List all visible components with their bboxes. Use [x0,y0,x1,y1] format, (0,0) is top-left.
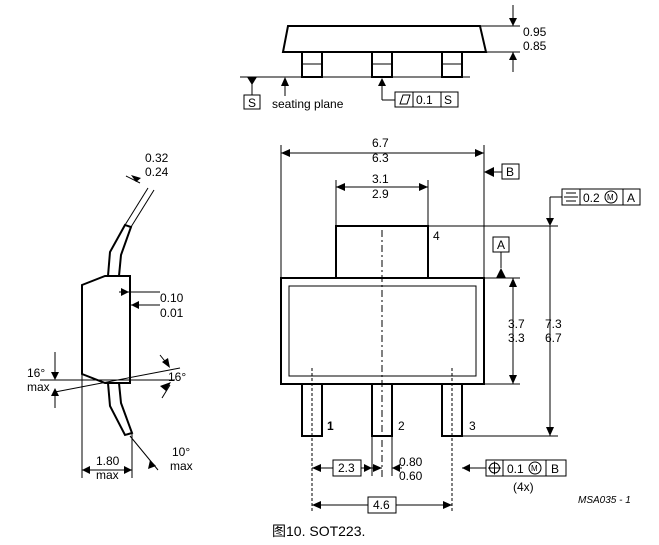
datum-b-box [501,163,520,180]
width-value: 1.80 [96,454,120,468]
position-icon [488,461,501,475]
span-arrow-left [312,501,321,509]
angle-right: 16° [168,370,186,384]
flatness-icon [399,94,411,105]
total-height-min: 6.7 [545,331,562,345]
body-width-max: 6.7 [372,136,389,150]
height-max: 0.95 [523,25,547,39]
pin-2-label: 2 [398,419,405,433]
end-lead-lower [107,382,134,437]
pin-1-label: 1 [327,419,334,433]
lead-width-max: 0.80 [399,455,423,469]
symmetry-tol: 0.2 [583,191,600,205]
datum-b-triangle [484,167,494,177]
span-box [367,496,397,514]
side-body-outline [281,25,488,53]
standoff-max: 0.10 [160,291,184,305]
lead-tol: 0.1 [507,462,524,476]
height-arrow-top [509,18,517,26]
body-width-arrow-right [475,149,484,157]
lead-pos-arrow [462,464,470,472]
lead-width-min: 0.60 [399,469,423,483]
pitch-arrow-right [373,464,382,472]
thick-leader-2 [130,189,155,228]
pitch-arrow-left [312,464,321,472]
flatness-frame [394,91,459,108]
datum-b-label: B [506,165,514,179]
seating-plane-arrow [281,77,289,86]
datum-s-label: S [248,96,256,110]
lead-mmc: M [531,464,538,473]
width-arrow-left [82,466,90,474]
angle-left-arrow-top [51,372,59,380]
pin-4-label: 4 [433,229,440,243]
lead-ref: B [551,462,559,476]
angle-bottom: 10° [172,445,190,459]
symmetry-mmc: M [607,193,614,202]
lead-width-arrow-right [392,464,400,472]
thick-leader-1 [124,187,149,226]
thick-arrow [131,175,141,182]
body-width-arrow-left [281,149,290,157]
thick-arrow-line [125,175,141,184]
angle-top: 16° [27,366,45,380]
datum-a-label: A [497,238,505,252]
width-note: max [96,468,119,482]
body-height-max: 3.7 [508,317,525,331]
symmetry-arrow [546,218,554,226]
standoff-arrow-2 [131,301,139,309]
angle-bottom-arrow [148,460,156,469]
datum-s-box [243,94,261,110]
datum-a-triangle [496,268,506,278]
lead-thick-min: 0.24 [145,165,169,179]
span-arrow-right [443,501,452,509]
tab-width-max: 3.1 [372,172,389,186]
total-height-arrow-bottom [546,427,554,436]
symmetry-mmc-circle [604,190,618,204]
pitch-value: 2.3 [338,461,355,475]
height-min: 0.85 [523,39,547,53]
top-view: 1 2 3 4 6.7 6.3 B 3.1 2.9 0.2 [280,136,641,514]
standoff-arrow-1 [121,288,129,296]
span-value: 4.6 [373,498,390,512]
pitch-box [332,459,362,477]
seating-plane-label: seating plane [272,97,344,111]
flatness-tol: 0.1 [416,93,433,107]
tab-width-arrow-right [419,183,428,191]
end-body-outline [81,275,131,384]
body-height-arrow-bottom [509,375,517,384]
angle-right-dim-bottom [161,384,171,399]
angle-top-note: max [27,380,50,394]
datum-s-triangle [247,77,257,85]
body-height-arrow-top [509,278,517,287]
symmetry-ref: A [627,191,635,205]
drawing-code: MSA035 - 1 [578,495,631,506]
width-arrow-right [124,466,132,474]
tab-width-arrow-left [336,183,345,191]
flatness-arrow [378,78,386,86]
flatness-ref: S [444,93,452,107]
pin-3-label: 3 [469,419,476,433]
figure-caption: 图10. SOT223. [272,523,365,539]
lead-width-arrow-left [364,464,372,472]
lead-thick-max: 0.32 [145,151,169,165]
end-lead-upper [107,223,133,277]
lead-mmc-circle [528,461,542,475]
lead-count: (4x) [513,480,534,494]
height-arrow-bottom [509,52,517,60]
angle-slope-line [54,367,181,393]
body-width-min: 6.3 [372,151,389,165]
body-height-min: 3.3 [508,331,525,345]
tab-width-min: 2.9 [372,187,389,201]
side-view: S seating plane 0.1 S 0.95 0.85 [240,5,547,111]
angle-right-arrow-top [162,358,170,368]
standoff-min: 0.01 [160,306,184,320]
end-view: 0.32 0.24 0.10 0.01 16° max 16° 1.80 max [27,151,193,482]
symmetry-icon [564,192,578,202]
total-height-max: 7.3 [545,317,562,331]
angle-bottom-note: max [170,459,193,473]
angle-right-arrow-bottom [160,382,171,391]
angle-left-arrow-bottom [51,388,59,396]
